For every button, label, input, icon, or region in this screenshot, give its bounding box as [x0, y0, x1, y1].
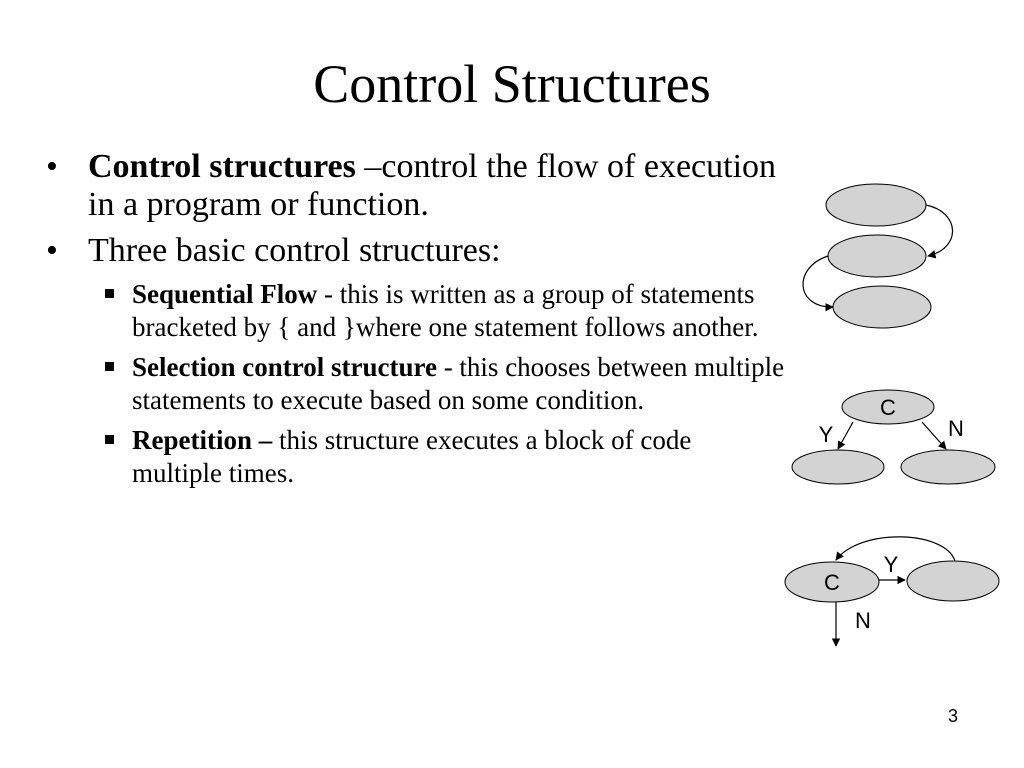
term-repetition: Repetition –	[132, 425, 273, 455]
sequential-arrow-2	[802, 255, 834, 312]
term-sequential: Sequential Flow	[132, 279, 318, 309]
selection-condition-node	[841, 389, 935, 425]
square-bullet	[105, 289, 114, 298]
sequential-flow-diagram	[802, 183, 954, 329]
term-control-structures: Control structures	[88, 148, 356, 185]
definition-sequential: - this is written as a group of statemen…	[132, 279, 759, 342]
definition-selection: - this chooses between multiple statemen…	[132, 352, 785, 415]
square-bullet	[105, 435, 114, 444]
selection-condition-label: C	[880, 395, 896, 420]
selection-no-label: N	[948, 416, 964, 441]
three-structures-text: Three basic control structures:	[88, 232, 501, 269]
repetition-condition-label: C	[824, 570, 840, 595]
selection-diagram: C Y N	[791, 389, 996, 485]
repetition-yes-label: Y	[884, 552, 899, 577]
term-selection: Selection control structure	[132, 352, 437, 382]
sub-bullet-selection: Selection control structure - this choos…	[46, 351, 786, 417]
repetition-condition-node	[784, 561, 880, 603]
sequential-arrow-1	[925, 204, 954, 259]
sub-bullet-sequential: Sequential Flow - this is written as a g…	[46, 278, 786, 344]
repetition-loop-arrow	[835, 536, 956, 562]
selection-no-node	[900, 449, 996, 485]
selection-yes-node	[791, 449, 885, 485]
bullet-dot: •	[46, 232, 58, 269]
sequential-node-3	[832, 285, 932, 329]
selection-no-arrow	[921, 421, 947, 450]
definition-control-structures: –control the flow of execution in a prog…	[88, 148, 777, 223]
square-bullet	[105, 362, 114, 371]
repetition-diagram: C Y N	[784, 536, 1000, 647]
slide-title: Control Structures	[313, 54, 711, 114]
repetition-body-node	[906, 560, 1000, 602]
bullet-dot: •	[46, 148, 58, 185]
sequential-node-2	[827, 234, 927, 278]
bullet-control-structures: • Control structures –control the flow o…	[46, 148, 786, 224]
bullet-list: • Control structures –control the flow o…	[46, 148, 786, 497]
page-number: 3	[948, 706, 959, 726]
bullet-three-structures: • Three basic control structures:	[46, 232, 786, 270]
selection-yes-arrow	[837, 421, 854, 450]
selection-yes-label: Y	[819, 422, 834, 447]
sub-bullet-repetition: Repetition – this structure executes a b…	[46, 424, 786, 490]
sequential-node-1	[825, 183, 927, 227]
repetition-no-label: N	[855, 608, 871, 633]
definition-repetition: this structure executes a block of code …	[132, 425, 692, 488]
